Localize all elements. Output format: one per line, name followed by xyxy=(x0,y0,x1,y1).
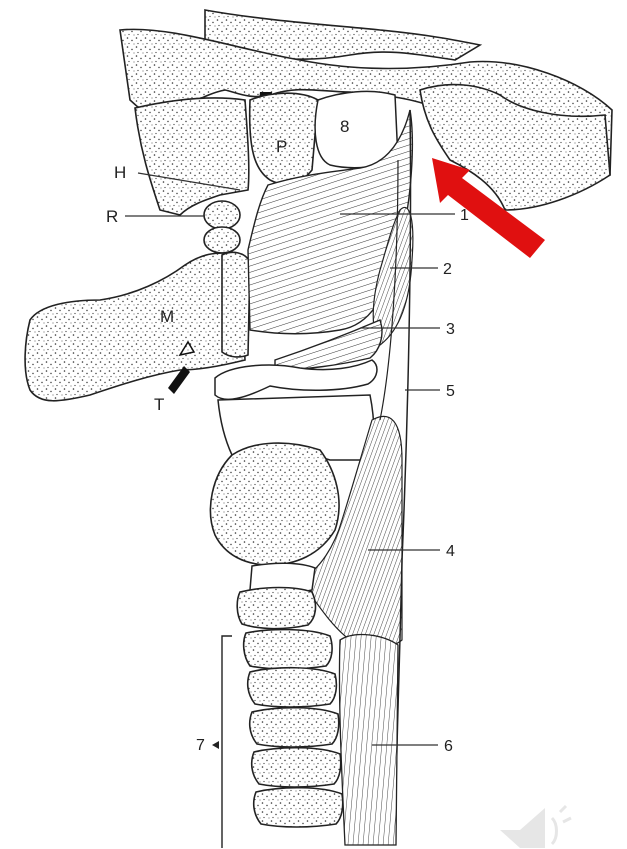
bracket-7-tick xyxy=(212,741,219,749)
bracket-7 xyxy=(222,636,232,848)
label-T: T xyxy=(154,395,164,414)
bone-R-lower xyxy=(204,227,240,253)
esophagus-6 xyxy=(339,635,398,845)
label-2: 2 xyxy=(443,261,452,278)
label-6: 6 xyxy=(444,738,453,755)
cricoid-stippled xyxy=(237,588,315,629)
label-M: M xyxy=(160,307,174,326)
maxilla xyxy=(135,98,249,215)
label-8: 8 xyxy=(340,117,349,136)
mandible xyxy=(25,253,245,401)
trachea xyxy=(244,630,343,827)
thyroid-cartilage xyxy=(210,443,339,565)
bone-R-upper xyxy=(204,201,240,229)
label-H: H xyxy=(114,163,126,182)
label-P: P xyxy=(276,137,287,156)
label-4: 4 xyxy=(446,543,455,560)
label-R: R xyxy=(106,207,118,226)
speaker-icon[interactable] xyxy=(500,806,571,848)
label-7: 7 xyxy=(196,737,205,754)
ramus xyxy=(222,252,250,357)
label-3: 3 xyxy=(446,321,455,338)
label-5: 5 xyxy=(446,383,455,400)
